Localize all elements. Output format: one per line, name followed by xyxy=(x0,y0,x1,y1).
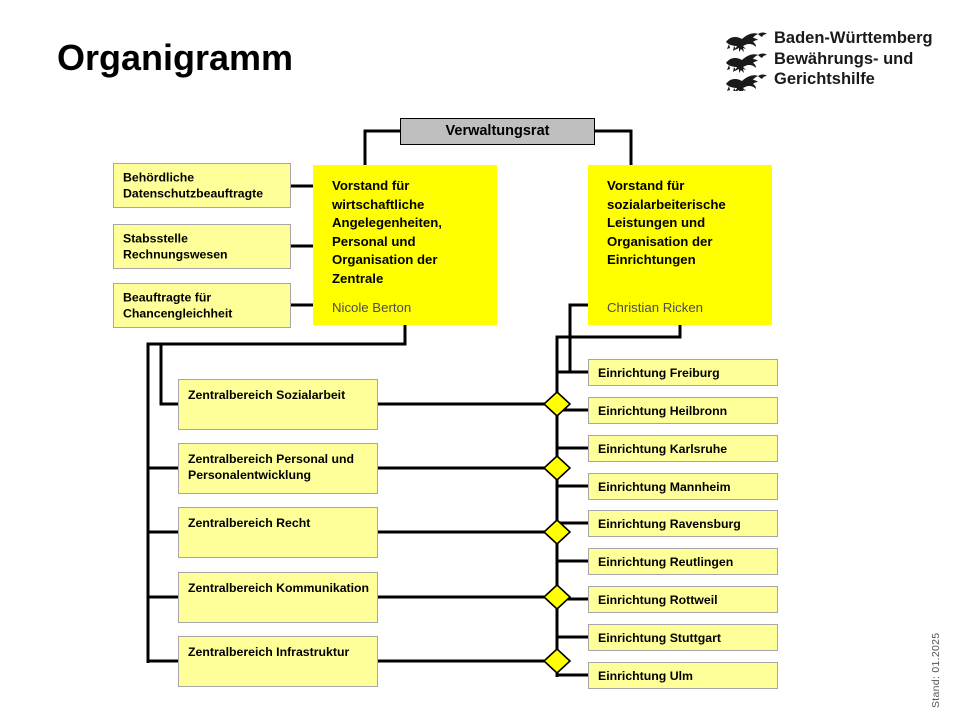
node-verwaltungsrat-label: Verwaltungsrat xyxy=(445,123,550,139)
baden-wuerttemberg-logo: Baden-Württemberg Bewährungs- und Gerich… xyxy=(722,29,942,91)
node-einrichtung-mannheim-label: Einrichtung Mannheim xyxy=(598,479,731,494)
node-vorstand-wirtschaft[interactable]: Vorstand für wirtschaftliche Angelegenhe… xyxy=(313,165,497,325)
node-zentralbereich-recht[interactable]: Zentralbereich Recht xyxy=(178,507,378,558)
node-zentralbereich-personal[interactable]: Zentralbereich Personal und Personalentw… xyxy=(178,443,378,494)
node-einrichtung-stuttgart[interactable]: Einrichtung Stuttgart xyxy=(588,624,778,651)
node-einrichtung-mannheim[interactable]: Einrichtung Mannheim xyxy=(588,473,778,500)
node-datenschutzbeauftragte[interactable]: Behördliche Datenschutzbeauftragte xyxy=(113,163,291,208)
node-zentralbereich-sozialarbeit-label: Zentralbereich Sozialarbeit xyxy=(188,388,346,402)
logo-line-2: Bewährungs- und xyxy=(774,49,914,68)
node-vorstand-sozialarbeit-title: Vorstand für sozialarbeiterische Leistun… xyxy=(607,178,726,268)
node-vorstand-sozialarbeit-person: Christian Ricken xyxy=(607,300,704,315)
crossover-node-2 xyxy=(542,454,572,482)
page-title: Organigramm xyxy=(57,37,294,78)
node-zentralbereich-infrastruktur-label: Zentralbereich Infrastruktur xyxy=(188,645,350,659)
logo-wordmark: Baden-Württemberg Bewährungs- und Gerich… xyxy=(774,28,933,90)
logo-line-3: Gerichtshilfe xyxy=(774,70,875,88)
node-einrichtung-freiburg-label: Einrichtung Freiburg xyxy=(598,365,720,380)
node-zentralbereich-infrastruktur[interactable]: Zentralbereich Infrastruktur xyxy=(178,636,378,687)
node-einrichtung-stuttgart-label: Einrichtung Stuttgart xyxy=(598,630,721,645)
node-vorstand-wirtschaft-person: Nicole Berton xyxy=(332,300,412,315)
node-einrichtung-heilbronn-label: Einrichtung Heilbronn xyxy=(598,403,728,418)
node-zentralbereich-recht-label: Zentralbereich Recht xyxy=(188,516,311,530)
node-stabsstelle-rechnungswesen-label: Stabsstelle Rechnungswesen xyxy=(123,231,228,262)
node-einrichtung-reutlingen-label: Einrichtung Reutlingen xyxy=(598,554,734,569)
node-einrichtung-ravensburg-label: Einrichtung Ravensburg xyxy=(598,516,741,531)
node-einrichtung-ravensburg[interactable]: Einrichtung Ravensburg xyxy=(588,510,778,537)
node-einrichtung-rottweil-label: Einrichtung Rottweil xyxy=(598,592,718,607)
node-chancengleichheit[interactable]: Beauftragte für Chancengleichheit xyxy=(113,283,291,328)
node-zentralbereich-kommunikation[interactable]: Zentralbereich Kommunikation xyxy=(178,572,378,623)
node-einrichtung-rottweil[interactable]: Einrichtung Rottweil xyxy=(588,586,778,613)
node-chancengleichheit-label: Beauftragte für Chancengleichheit xyxy=(123,290,233,321)
node-datenschutzbeauftragte-label: Behördliche Datenschutzbeauftragte xyxy=(123,170,264,201)
node-einrichtung-heilbronn[interactable]: Einrichtung Heilbronn xyxy=(588,397,778,424)
node-einrichtung-ulm-label: Einrichtung Ulm xyxy=(598,668,693,683)
node-stabsstelle-rechnungswesen[interactable]: Stabsstelle Rechnungswesen xyxy=(113,224,291,269)
three-lions-crest-icon xyxy=(726,32,767,91)
node-einrichtung-ulm[interactable]: Einrichtung Ulm xyxy=(588,662,778,689)
node-vorstand-sozialarbeit[interactable]: Vorstand für sozialarbeiterische Leistun… xyxy=(588,165,772,325)
node-vorstand-wirtschaft-title: Vorstand für wirtschaftliche Angelegenhe… xyxy=(332,178,442,286)
node-einrichtung-reutlingen[interactable]: Einrichtung Reutlingen xyxy=(588,548,778,575)
crossover-node-1 xyxy=(542,390,572,418)
node-verwaltungsrat[interactable]: Verwaltungsrat xyxy=(400,118,595,145)
node-zentralbereich-sozialarbeit[interactable]: Zentralbereich Sozialarbeit xyxy=(178,379,378,430)
crossover-node-3 xyxy=(542,518,572,546)
node-zentralbereich-personal-label: Zentralbereich Personal und Personalentw… xyxy=(188,452,355,483)
crossover-node-4 xyxy=(542,583,572,611)
node-einrichtung-karlsruhe-label: Einrichtung Karlsruhe xyxy=(598,441,728,456)
node-zentralbereich-kommunikation-label: Zentralbereich Kommunikation xyxy=(188,581,370,595)
logo-line-1: Baden-Württemberg xyxy=(774,29,933,47)
crossover-node-5 xyxy=(542,647,572,675)
node-einrichtung-freiburg[interactable]: Einrichtung Freiburg xyxy=(588,359,778,386)
node-einrichtung-karlsruhe[interactable]: Einrichtung Karlsruhe xyxy=(588,435,778,462)
